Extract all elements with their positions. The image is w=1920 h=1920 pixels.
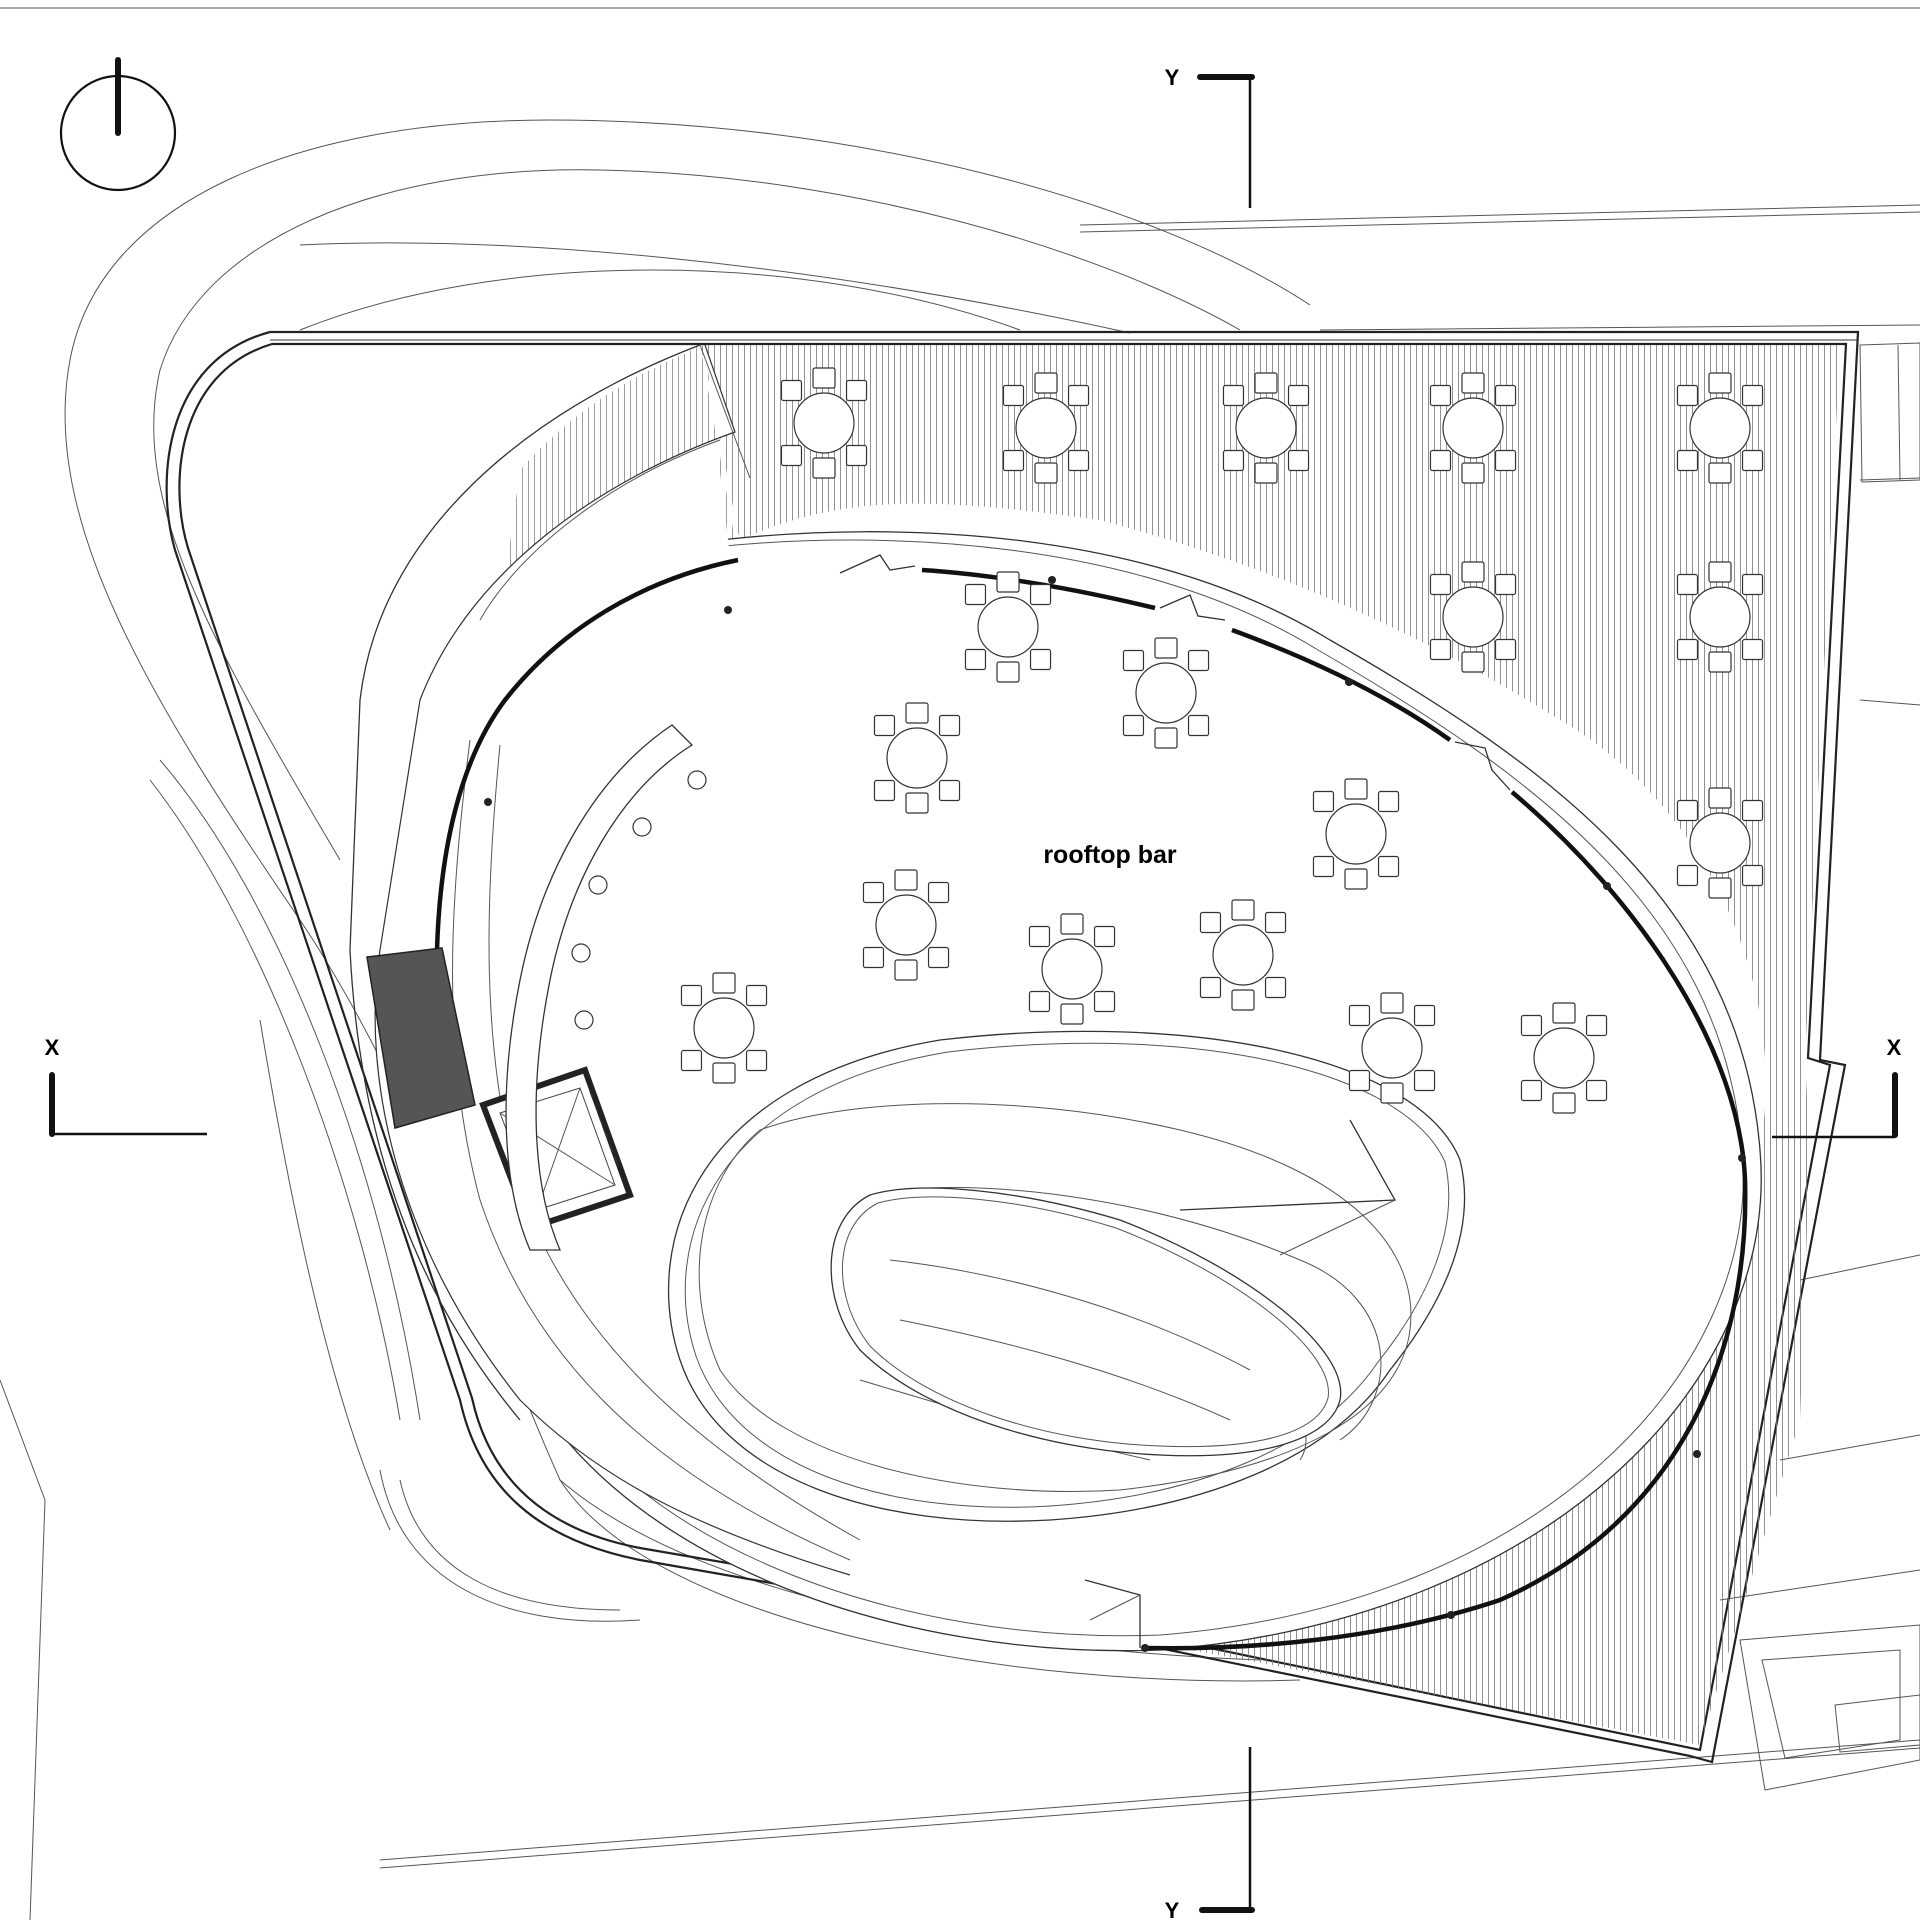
table bbox=[780, 367, 868, 479]
table bbox=[1348, 992, 1436, 1104]
section-marker-x-left: X bbox=[45, 1035, 207, 1137]
table bbox=[862, 869, 950, 981]
section-label: X bbox=[1887, 1035, 1902, 1060]
table bbox=[873, 702, 961, 814]
section-label: Y bbox=[1165, 65, 1180, 90]
section-label: X bbox=[45, 1035, 60, 1060]
table bbox=[964, 571, 1052, 683]
table bbox=[1676, 561, 1764, 673]
table bbox=[1122, 637, 1210, 749]
section-marker-y-top: Y bbox=[1165, 65, 1255, 208]
section-label: Y bbox=[1165, 1898, 1180, 1920]
table bbox=[1199, 899, 1287, 1011]
central-spiral bbox=[668, 1030, 1466, 1648]
curtain-wall bbox=[434, 554, 1748, 1652]
core-block bbox=[366, 947, 476, 1129]
section-marker-y-bottom: Y bbox=[1165, 1747, 1255, 1920]
table bbox=[1028, 913, 1116, 1025]
room-label: rooftop bar bbox=[1043, 841, 1177, 869]
table bbox=[1676, 787, 1764, 899]
table bbox=[1520, 1002, 1608, 1114]
north-arrow-icon bbox=[59, 57, 177, 192]
table bbox=[1312, 778, 1400, 890]
table bbox=[1429, 372, 1517, 484]
section-marker-x-right: X bbox=[1772, 1035, 1902, 1139]
table bbox=[1222, 372, 1310, 484]
table bbox=[680, 972, 768, 1084]
site-context bbox=[0, 7, 1920, 1920]
table bbox=[1002, 372, 1090, 484]
table bbox=[1429, 561, 1517, 673]
table bbox=[1676, 372, 1764, 484]
bar-counter bbox=[505, 724, 707, 1251]
